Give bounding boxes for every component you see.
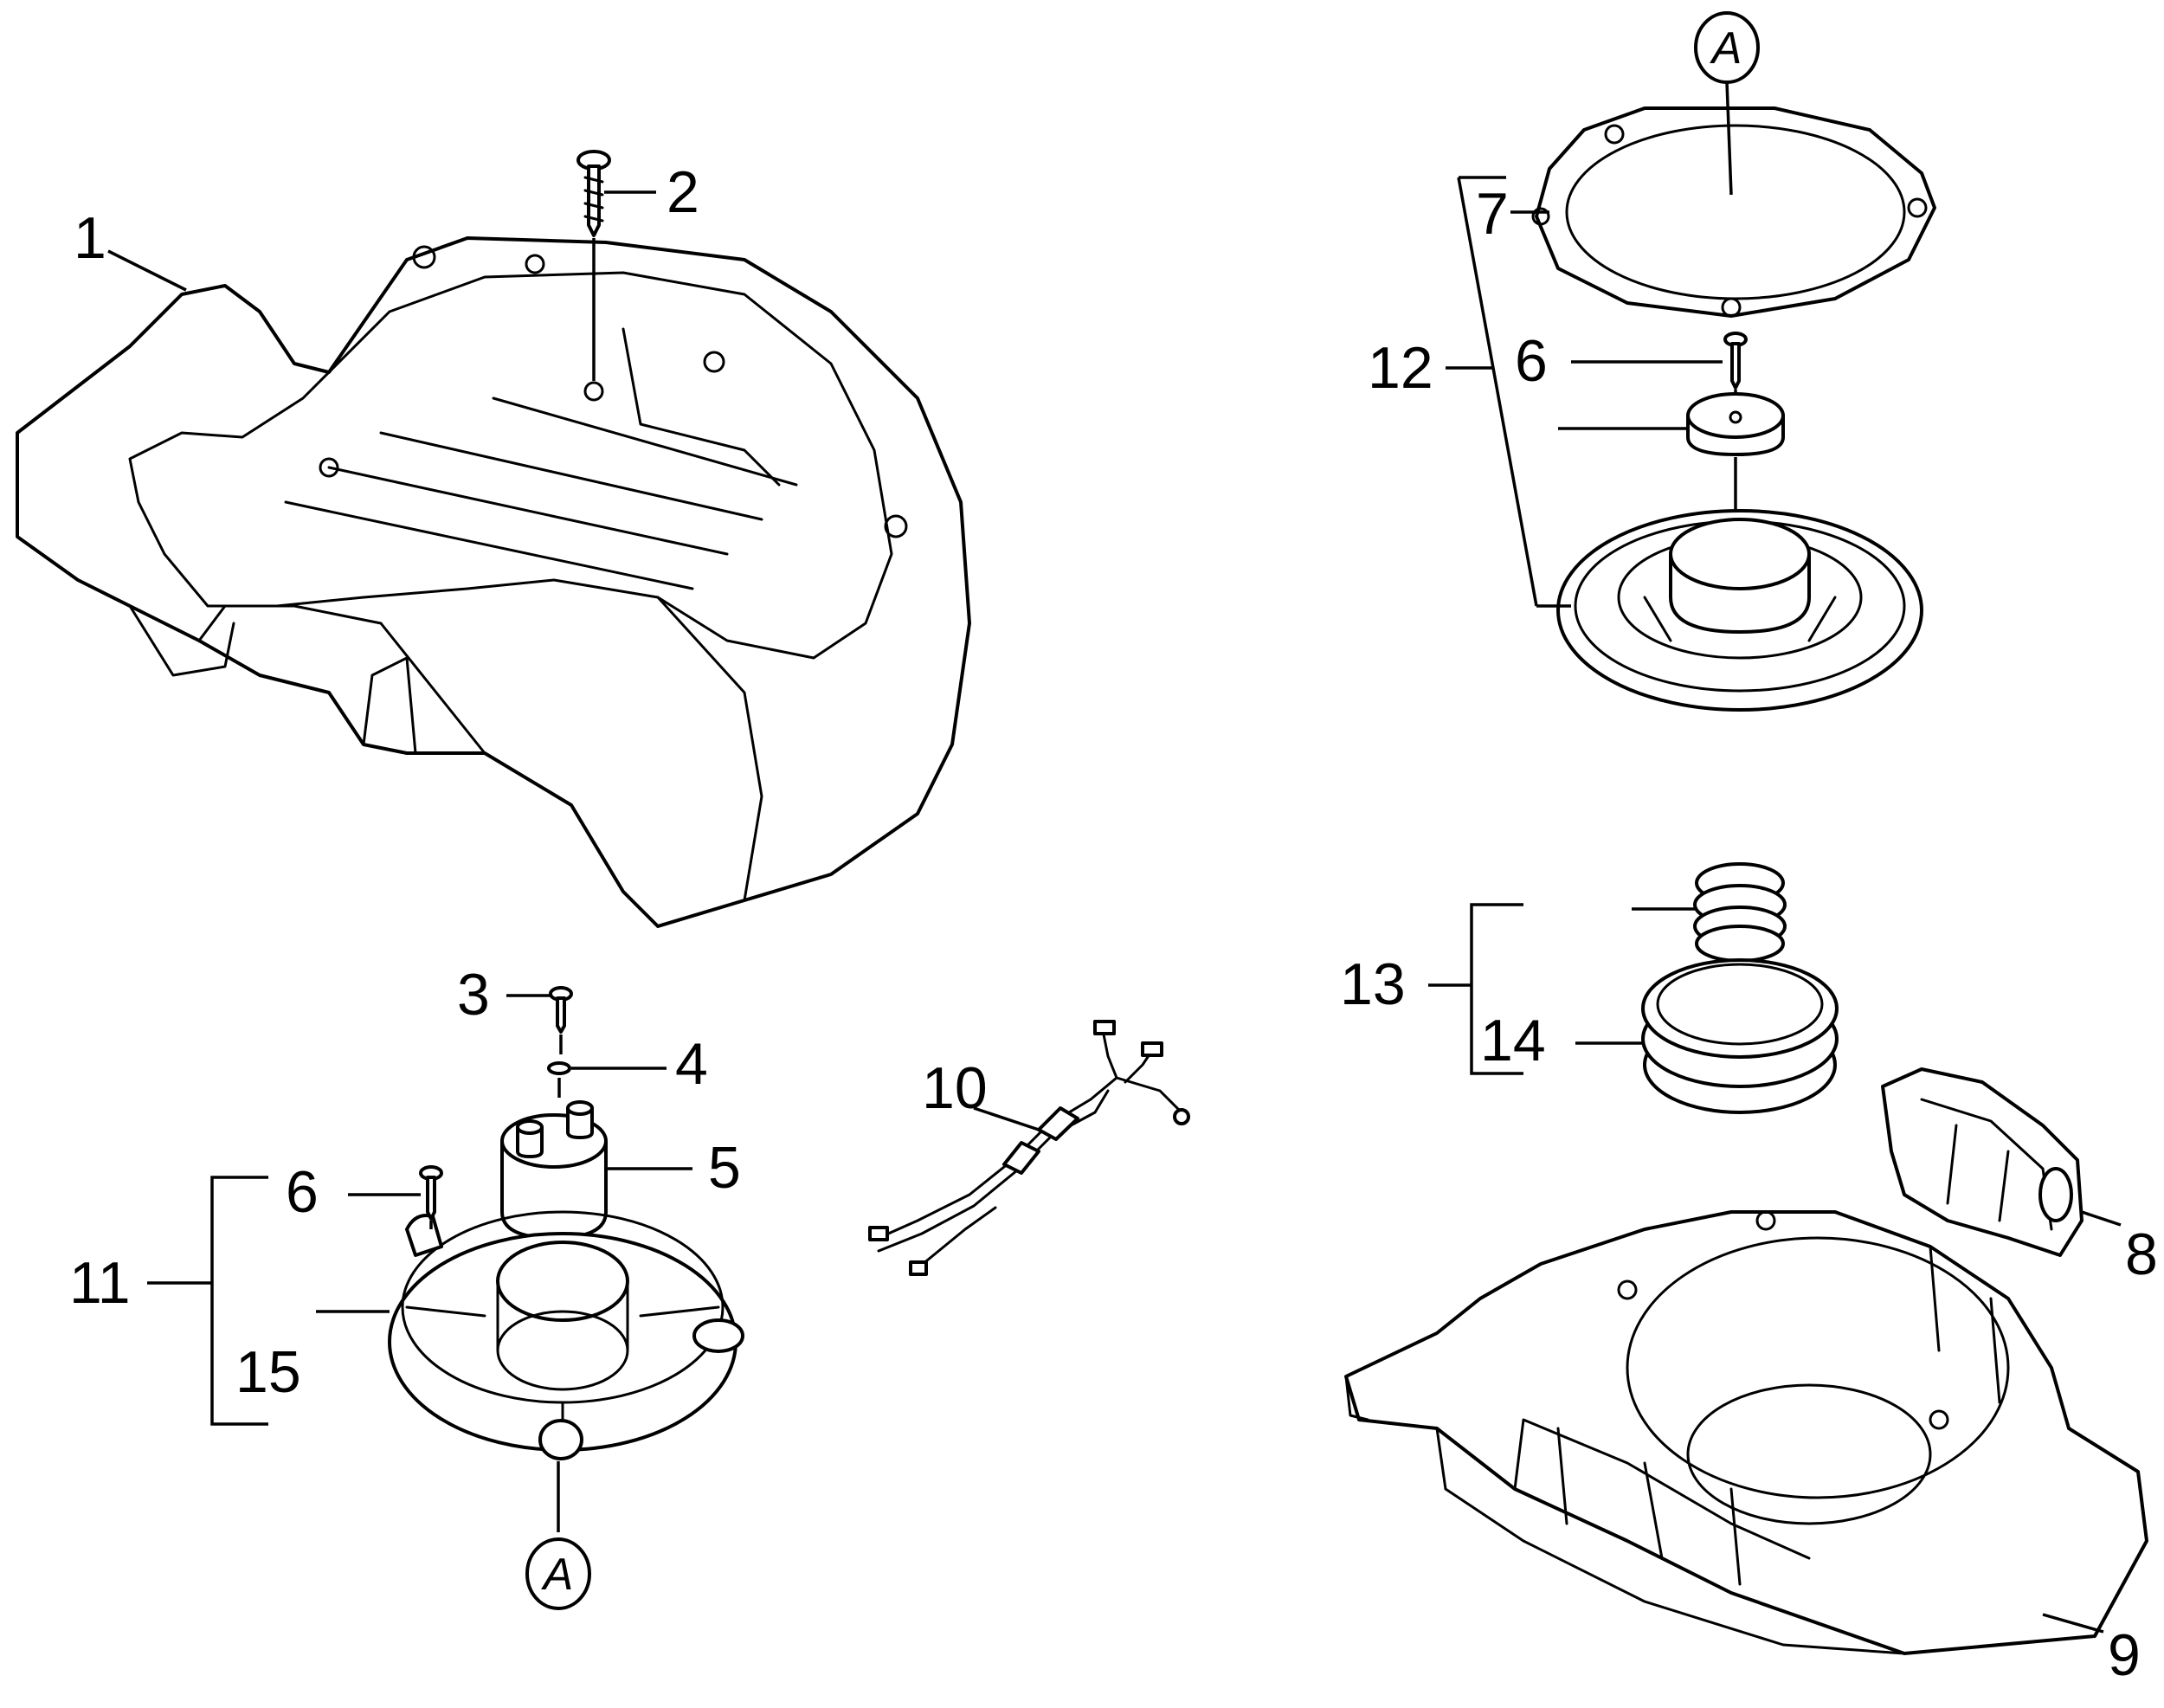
- callout-1: 1: [74, 205, 106, 271]
- part-1-upper-housing: [16, 236, 971, 928]
- bracket-11: [210, 1176, 268, 1426]
- part-9-lower-housing: [1344, 1210, 2148, 1655]
- callout-8: 8: [2125, 1221, 2158, 1287]
- reference-marker-bottom: A: [525, 1537, 591, 1610]
- part-14-rings: [1641, 958, 1839, 1114]
- part-2-screw: [576, 150, 611, 381]
- part-10-wire-harness: [868, 1020, 1190, 1276]
- callout-3: 3: [457, 962, 490, 1028]
- part-5-cylinder: [500, 1100, 608, 1254]
- callout-6-upper: 6: [1515, 328, 1548, 394]
- reference-label-top: A: [1710, 23, 1742, 74]
- reference-label-bottom: A: [541, 1550, 574, 1600]
- callout-2: 2: [667, 159, 699, 225]
- reference-marker-top: A: [1694, 11, 1760, 196]
- part-6-lower-screw: [419, 1165, 443, 1229]
- callout-7: 7: [1476, 181, 1509, 247]
- callout-4: 4: [675, 1031, 708, 1097]
- bracket-12: [1446, 176, 1571, 608]
- part-4-washer: [547, 1061, 571, 1098]
- callout-10: 10: [922, 1055, 988, 1121]
- callout-13: 13: [1340, 951, 1406, 1017]
- callout-6-lower: 6: [286, 1159, 319, 1225]
- callout-15: 15: [235, 1339, 301, 1405]
- callout-9: 9: [2108, 1622, 2141, 1688]
- callout-14: 14: [1480, 1008, 1546, 1073]
- part-7-gasket: [1531, 106, 1936, 318]
- leader-lines: [107, 190, 2122, 1634]
- disc: [1686, 392, 1785, 519]
- callout-labels: 1 2 3 4 5 6 6 7 8 9 10 11 12 13 14 15: [69, 159, 2158, 1688]
- part-3-screw: [549, 986, 573, 1054]
- part-13-spring: [1693, 862, 1787, 963]
- callout-5: 5: [708, 1135, 741, 1201]
- bracket-13: [1428, 903, 1523, 1075]
- part-8-bracket: [1881, 1067, 2083, 1257]
- callout-11: 11: [69, 1250, 131, 1316]
- callout-12: 12: [1368, 335, 1433, 401]
- speaker-assembly: [1556, 509, 1923, 712]
- part-15-round-base: [388, 1210, 744, 1532]
